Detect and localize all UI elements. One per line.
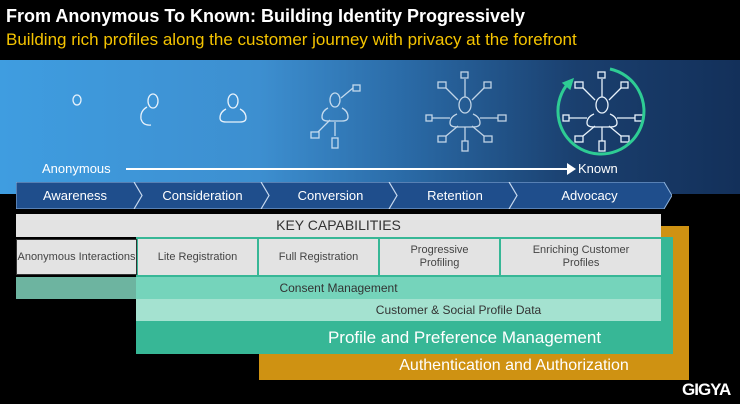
arrow-head-icon: [567, 163, 576, 175]
stage-retention: Retention: [427, 188, 483, 203]
capability-progressive-profiling: Progressive Profiling: [380, 239, 499, 275]
capability-full-registration: Full Registration: [259, 239, 378, 275]
person-icon: [219, 93, 247, 123]
consent-extension: [16, 277, 137, 299]
journey-band: [0, 60, 740, 194]
stage-awareness: Awareness: [42, 188, 108, 203]
partial-person-icon: [140, 93, 159, 126]
known-label: Known: [578, 161, 618, 176]
anonymous-head-icon: [72, 94, 82, 106]
stage-advocacy: Advocacy: [561, 188, 618, 203]
connected-person-icon: [310, 84, 361, 149]
authentication-authorization: Authentication and Authorization: [399, 357, 629, 374]
consent-management: Consent Management: [136, 277, 661, 299]
capability-anonymous-interactions: Anonymous Interactions: [16, 239, 137, 275]
network-person-icon: [425, 71, 507, 152]
key-capabilities-heading: KEY CAPABILITIES: [16, 214, 661, 237]
stage-conversion: Conversion: [297, 188, 364, 203]
journey-chevrons: [16, 182, 672, 209]
page-title: From Anonymous To Known: Building Identi…: [6, 6, 526, 26]
cycle-arrow-icon: [556, 67, 646, 156]
customer-profile-data: Customer & Social Profile Data: [136, 299, 661, 321]
stage-consideration: Consideration: [162, 188, 243, 203]
capability-enriching-profiles: Enriching Customer Profiles: [501, 239, 661, 275]
capability-lite-registration: Lite Registration: [138, 239, 257, 275]
identity-icons: [72, 67, 646, 156]
page-subtitle: Building rich profiles along the custome…: [6, 30, 577, 49]
journey-arrow: [126, 168, 571, 170]
known-person-icon: [562, 71, 644, 152]
gigya-logo: GIGYA: [682, 380, 731, 399]
anonymous-label: Anonymous: [42, 161, 111, 176]
profile-preference-management: Profile and Preference Management: [327, 328, 602, 347]
